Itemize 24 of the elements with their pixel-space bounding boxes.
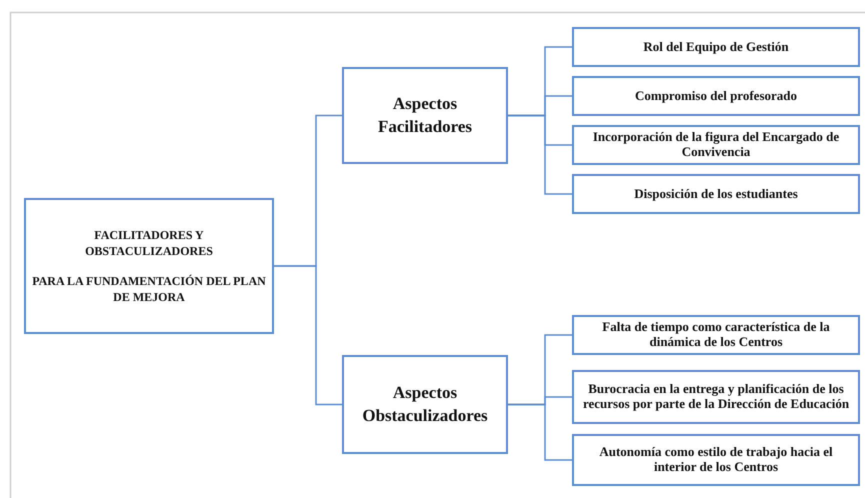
item-box <box>572 76 860 116</box>
item-box <box>572 315 860 355</box>
category-box <box>342 355 508 454</box>
item-box <box>572 27 860 67</box>
node-text: Incorporación de la figura del Encargado de Convivencia <box>592 130 840 160</box>
item-box <box>572 370 860 424</box>
item-box <box>572 434 860 486</box>
connector-line <box>274 265 342 406</box>
node-text: Burocracia en la entrega y planificación de los recursos por parte de la Dirección de Educación <box>582 382 850 412</box>
connector-line <box>508 114 572 195</box>
node-text: Aspectos Obstaculizadores <box>361 382 489 426</box>
item-box <box>572 125 860 165</box>
node-text: FACILITADORES Y OBSTACULIZADORES <box>84 226 214 259</box>
item-box <box>572 174 860 214</box>
connector-line <box>508 404 572 461</box>
node-text: Autonomía como estilo de trabajo hacia el interior de los Centros <box>598 445 834 475</box>
title-box <box>24 198 274 334</box>
node-text: PARA LA FUNDAMENTACIÓN DEL PLAN DE MEJORA <box>31 273 267 306</box>
node-text: Falta de tiempo como característica de la dinámica de los Centros <box>601 320 831 350</box>
node-text: Disposición de los estudiantes <box>633 186 799 202</box>
node-text: Compromiso del profesorado <box>634 88 798 104</box>
category-box <box>342 67 508 164</box>
node-text: Aspectos Facilitadores <box>376 92 474 138</box>
node-text: Rol del Equipo de Gestión <box>642 40 790 54</box>
